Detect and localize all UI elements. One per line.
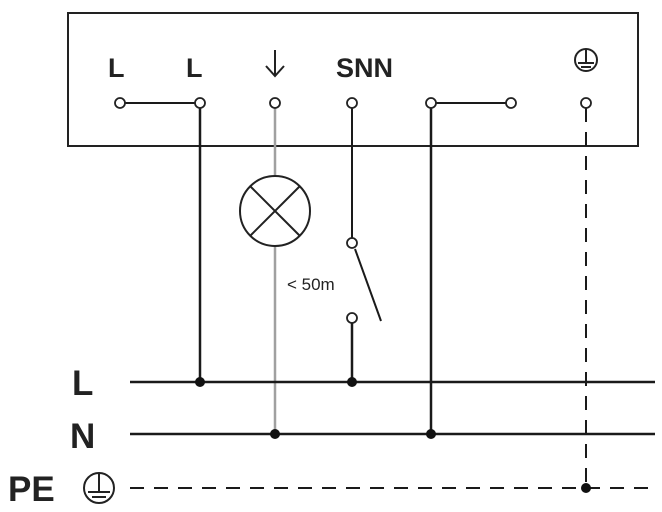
terminal-label-snn: SNN bbox=[336, 53, 393, 83]
switch-distance-label: < 50m bbox=[287, 275, 335, 294]
lamp-icon bbox=[239, 175, 311, 247]
bus-label-n: N bbox=[70, 417, 95, 456]
junction-n-2 bbox=[426, 429, 436, 439]
bus-label-l: L bbox=[72, 364, 93, 403]
pe-earth-ground-icon bbox=[83, 472, 115, 504]
terminal-1 bbox=[114, 97, 126, 109]
pushbutton-switch-icon bbox=[346, 237, 382, 324]
terminal-7 bbox=[580, 97, 592, 109]
junction-dots bbox=[195, 377, 591, 493]
terminal-2 bbox=[194, 97, 206, 109]
terminal-6 bbox=[505, 97, 517, 109]
junction-l-2 bbox=[347, 377, 357, 387]
earth-ground-icon bbox=[574, 48, 598, 72]
terminal-4 bbox=[346, 97, 358, 109]
terminal-3 bbox=[269, 97, 281, 109]
junction-l-1 bbox=[195, 377, 205, 387]
terminal-5 bbox=[425, 97, 437, 109]
junction-pe bbox=[581, 483, 591, 493]
arrow-down-icon bbox=[265, 50, 285, 78]
terminal-row bbox=[114, 97, 592, 109]
terminal-label-l2: L bbox=[186, 53, 203, 83]
bus-label-pe: PE bbox=[8, 470, 55, 509]
terminal-label-l1: L bbox=[108, 53, 125, 83]
junction-n-1 bbox=[270, 429, 280, 439]
